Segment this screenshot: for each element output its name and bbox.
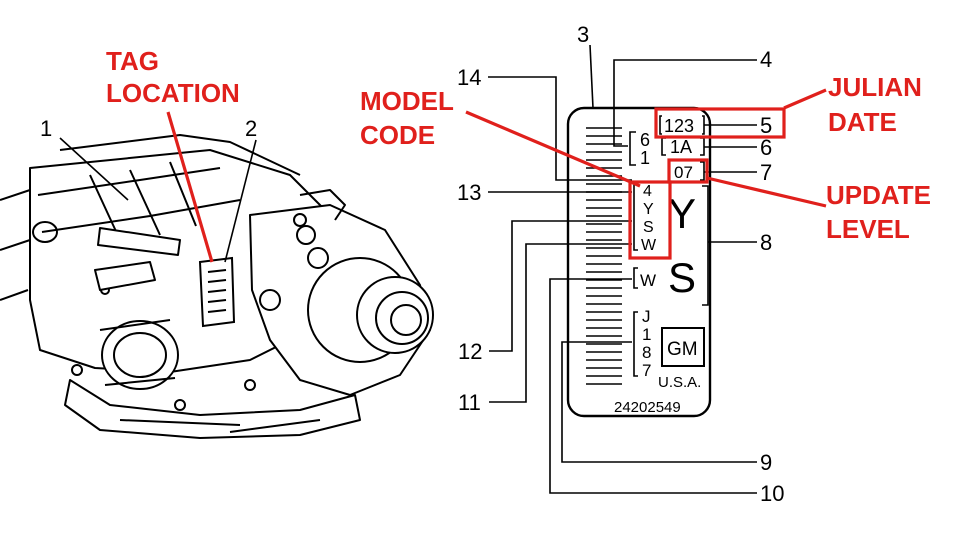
tag-model-char-1: 4: [643, 183, 652, 200]
callout-9: 9: [760, 450, 772, 475]
tag-location-arrow: [166, 111, 214, 263]
callout-8: 8: [760, 230, 772, 255]
tag-shift-code: 1A: [670, 137, 692, 157]
tag-location-label-line1: TAG: [106, 46, 159, 76]
julian-date-highlight: [654, 107, 786, 139]
tag-model-char-3: S: [643, 219, 654, 236]
tag-model-char-2: Y: [643, 201, 654, 218]
tag-update-level: 07: [674, 163, 693, 182]
tag-big-letter-y: Y: [668, 190, 696, 237]
callout-12: 12: [458, 339, 482, 364]
callout-2-leader: [224, 139, 257, 263]
tag-plant-char-1: J: [642, 307, 651, 326]
callout-1-leader: [59, 137, 129, 201]
callout-11: 11: [458, 390, 481, 415]
tag-location-label-line2: LOCATION: [106, 78, 240, 108]
gm-logo-box: [661, 327, 705, 367]
callout-3: 3: [577, 22, 589, 47]
tag-plant-char-3: 8: [642, 343, 651, 362]
callout-1: 1: [40, 116, 52, 141]
model-code-label-line1: MODEL: [360, 86, 454, 116]
tag-country: U.S.A.: [658, 374, 701, 391]
julian-date-label-line2: DATE: [828, 107, 897, 137]
tag-w-mark: W: [640, 271, 656, 290]
callout-14: 14: [457, 65, 481, 90]
model-code-label-line2: CODE: [360, 120, 435, 150]
id-tag: 6 1 123 1A 07 4 Y S W W Y S J 1 8 7 GM U…: [566, 106, 712, 418]
tag-ruler-ticks: [586, 127, 622, 385]
callout-6: 6: [760, 135, 772, 160]
callout-7: 7: [760, 160, 772, 185]
tag-julian-date: 123: [664, 116, 694, 136]
callout-5: 5: [760, 113, 772, 138]
tag-model-char-4: W: [641, 237, 657, 254]
gm-logo: GM: [667, 339, 698, 360]
update-level-label-line2: LEVEL: [826, 214, 910, 244]
update-level-highlight: [667, 158, 709, 184]
tag-location-plate: [198, 256, 236, 328]
julian-date-label-line1: JULIAN: [828, 72, 922, 102]
right-callout-leaders: [488, 44, 757, 494]
callout-13: 13: [457, 180, 481, 205]
update-level-label-line1: UPDATE: [826, 180, 931, 210]
tag-year-digit-1: 6: [640, 130, 650, 150]
callout-10: 10: [760, 481, 784, 506]
model-code-highlight: [628, 180, 672, 260]
tag-year-digit-2: 1: [640, 148, 650, 168]
tag-plant-char-2: 1: [642, 325, 651, 344]
tag-plant-char-4: 7: [642, 361, 651, 380]
tag-big-letter-s: S: [668, 254, 696, 301]
callout-4: 4: [760, 47, 772, 72]
red-highlights: [465, 88, 827, 260]
transmission-illustration: [0, 134, 434, 439]
callout-2: 2: [245, 116, 257, 141]
tag-part-number: 24202549: [614, 399, 681, 416]
